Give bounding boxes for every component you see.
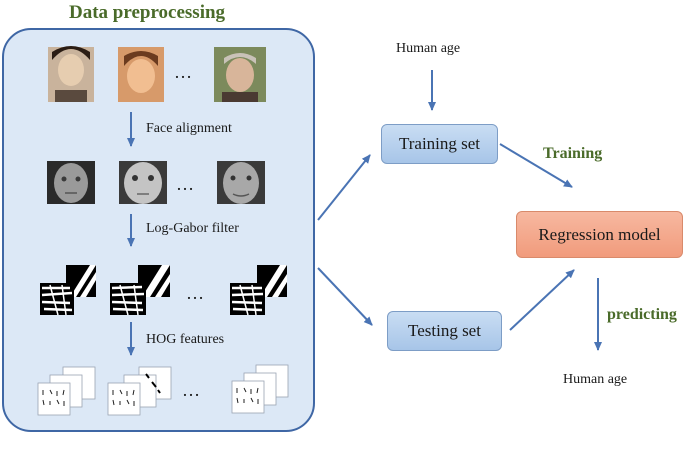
ellipsis-row-1: …: [174, 62, 192, 82]
testing-set-box: Testing set: [387, 311, 502, 351]
hog-stack-1: [37, 366, 96, 416]
aligned-face-2: [119, 161, 167, 204]
human-age-top: Human age: [396, 41, 461, 56]
arrow-panel-to-testing: [317, 267, 373, 326]
arrow-testing-to-model: [509, 269, 575, 331]
step-log-gabor: Log-Gabor filter: [146, 221, 239, 236]
step-face-alignment: Face alignment: [146, 121, 232, 136]
aligned-face-1: [47, 161, 95, 204]
training-set-box: Training set: [381, 124, 498, 164]
face-photo-2: [118, 47, 164, 102]
arrow-panel-to-training: [317, 154, 371, 221]
predicting-label: predicting: [607, 306, 677, 323]
preprocessing-panel: [2, 28, 315, 432]
arrow-training-to-model: [499, 143, 573, 188]
gabor-image-1: [40, 265, 96, 316]
face-photo-1: [48, 46, 94, 102]
hog-stack-2: [107, 366, 172, 416]
regression-model-box: Regression model: [516, 211, 683, 258]
training-label: Training: [543, 145, 603, 162]
aligned-face-3: [217, 161, 265, 204]
ellipsis-row-2: …: [176, 174, 194, 194]
ellipsis-row-3: …: [186, 283, 204, 303]
gabor-image-3: [230, 265, 287, 316]
ellipsis-row-4: …: [182, 380, 200, 400]
gabor-image-2: [110, 265, 170, 316]
hog-stack-3: [231, 364, 289, 414]
face-photo-3: [214, 47, 266, 102]
step-hog-features: HOG features: [146, 332, 225, 347]
human-age-bottom: Human age: [563, 372, 628, 387]
panel-title: Data preprocessing: [69, 2, 226, 23]
